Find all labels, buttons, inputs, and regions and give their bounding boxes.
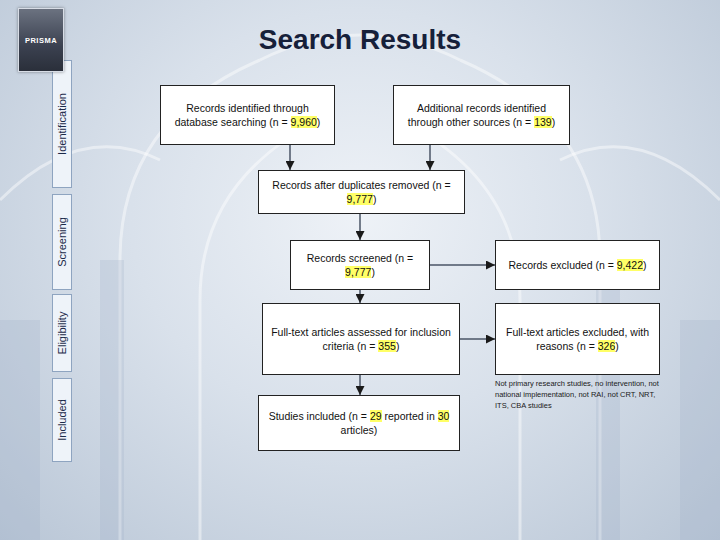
process-box: Additional records identified through ot…: [393, 85, 570, 145]
flow-arrow: [460, 338, 495, 340]
box-text: Records after duplicates removed (n = 9,…: [267, 178, 456, 206]
process-box: Records after duplicates removed (n = 9,…: [258, 170, 465, 214]
phase-band: Included: [52, 378, 72, 462]
box-text: Records excluded (n = 9,422): [508, 258, 646, 272]
phase-label: Identification: [56, 93, 68, 155]
flow-arrow: [359, 290, 361, 303]
flow-arrow: [359, 375, 361, 395]
box-text: Full-text articles assessed for inclusio…: [271, 325, 451, 353]
process-box: Records excluded (n = 9,422): [495, 240, 660, 290]
prisma-logo: PRISMA: [18, 8, 64, 72]
process-box: Full-text articles excluded, with reason…: [495, 303, 660, 375]
slide-title: Search Results: [0, 24, 720, 56]
flow-arrow: [359, 214, 361, 240]
process-box: Studies included (n = 29 reported in 30 …: [258, 395, 460, 451]
box-text: Studies included (n = 29 reported in 30 …: [267, 409, 451, 437]
phase-band: Screening: [52, 194, 72, 290]
process-box: Full-text articles assessed for inclusio…: [262, 303, 460, 375]
logo-text: PRISMA: [25, 36, 57, 45]
phase-label: Included: [56, 399, 68, 441]
flow-arrow: [289, 145, 291, 170]
phase-label: Screening: [56, 217, 68, 267]
box-text: Records screened (n = 9,777): [299, 251, 421, 279]
process-box: Records screened (n = 9,777): [290, 240, 430, 290]
phase-label: Eligibility: [56, 312, 68, 355]
phase-band: Eligibility: [52, 294, 72, 372]
box-text: Full-text articles excluded, with reason…: [504, 325, 651, 353]
exclusion-note: Not primary research studies, no interve…: [495, 379, 665, 412]
box-text: Additional records identified through ot…: [402, 101, 561, 129]
flow-arrow: [429, 145, 431, 170]
box-text: Records identified through database sear…: [169, 101, 326, 129]
phase-band: Identification: [52, 60, 72, 188]
flow-arrow: [430, 264, 495, 266]
process-box: Records identified through database sear…: [160, 85, 335, 145]
